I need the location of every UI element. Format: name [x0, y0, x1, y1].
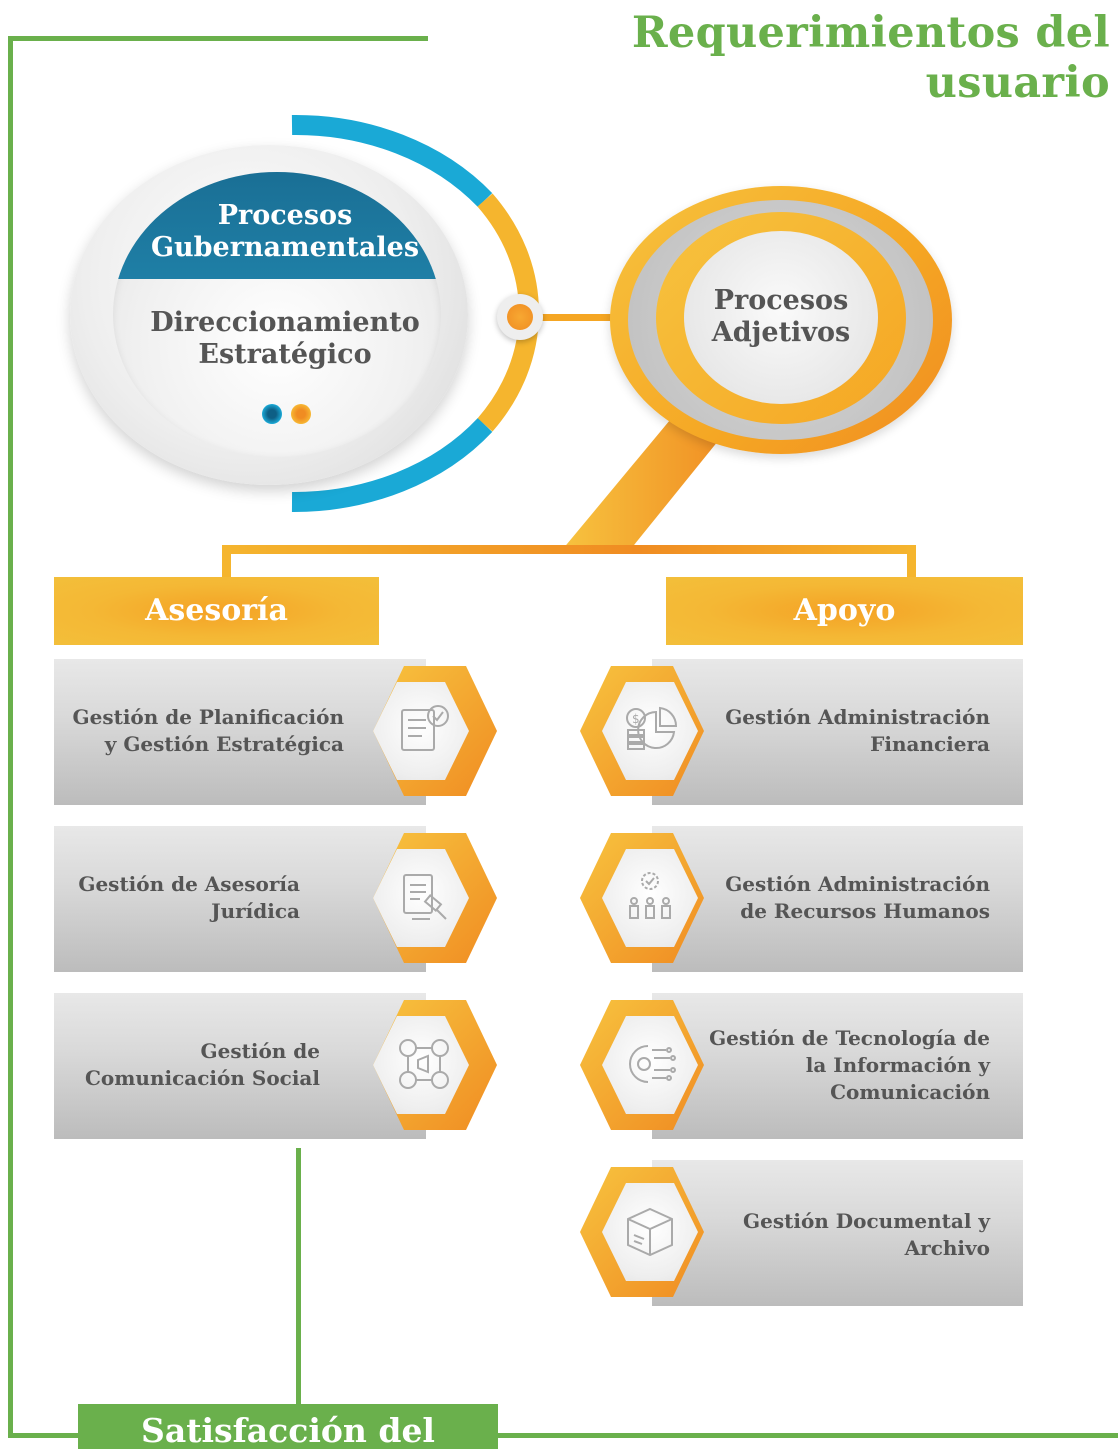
apoyo-card-financiera	[652, 659, 1023, 805]
apoyo-card-documental	[652, 1160, 1023, 1306]
gubernamentales-subtitle: Direccionamiento Estratégico	[150, 307, 420, 370]
gubernamentales-title: Procesos Gubernamentales	[150, 200, 420, 263]
apoyo-card-label: Gestión Documental y Archivo	[743, 1209, 990, 1260]
adjetivos-stem	[562, 420, 735, 550]
branch-line-left	[222, 545, 231, 579]
apoyo-card-label: Gestión Administración de Recursos Human…	[725, 872, 990, 923]
asesoria-card-planificacion	[54, 659, 426, 805]
adjetivos-title: Procesos Adjetivos	[711, 285, 851, 348]
technology-circuit-icon	[629, 1045, 676, 1083]
connector-bar	[540, 314, 620, 321]
frame-line-bottom-right	[495, 1433, 1118, 1438]
branch-line-right	[907, 545, 916, 579]
legal-document-gavel-icon	[403, 874, 447, 920]
finance-pie-chart-icon: $	[626, 706, 678, 750]
asesoria-card-label: Gestión de Comunicación Social	[85, 1039, 320, 1090]
asesoria-card-juridica	[54, 826, 426, 972]
asesoria-card-label: Gestión de Asesoría Jurídica	[78, 872, 300, 923]
social-media-icon	[399, 1039, 449, 1089]
blue-dot-icon	[262, 404, 282, 424]
apoyo-card-label: Gestión de Tecnología de la Información …	[709, 1026, 990, 1104]
gubernamentales-cap	[113, 172, 441, 279]
people-gear-icon	[629, 872, 671, 919]
apoyo-card-label: Gestión Administración Financiera	[725, 705, 990, 756]
asesoria-card-comunicacion	[54, 993, 426, 1139]
archive-box-icon	[627, 1207, 673, 1257]
frame-line-top	[8, 36, 428, 41]
branch-line-horizontal	[222, 545, 916, 554]
frame-line-left	[8, 36, 13, 1438]
asesoria-hex-inner	[373, 1016, 469, 1114]
asesoria-header: Asesoría	[54, 577, 379, 645]
page-title: Requerimientos del usuario	[631, 8, 1110, 108]
apoyo-header: Apoyo	[666, 577, 1023, 645]
apoyo-card-recursos-humanos	[652, 826, 1023, 972]
orange-dot-icon	[291, 404, 311, 424]
asesoria-card-label: Gestión de Planificación y Gestión Estra…	[72, 705, 344, 756]
connector-node-core	[507, 304, 533, 330]
apoyo-card-tecnologia	[652, 993, 1023, 1139]
footer-title: Satisfacción del Usuario	[78, 1404, 498, 1449]
checklist-document-icon	[401, 705, 449, 751]
asesoria-connector-line	[296, 1148, 301, 1408]
adjetivos-inner	[684, 231, 878, 404]
frame-line-bottom-left	[8, 1433, 83, 1438]
svg-text:$: $	[632, 712, 640, 726]
